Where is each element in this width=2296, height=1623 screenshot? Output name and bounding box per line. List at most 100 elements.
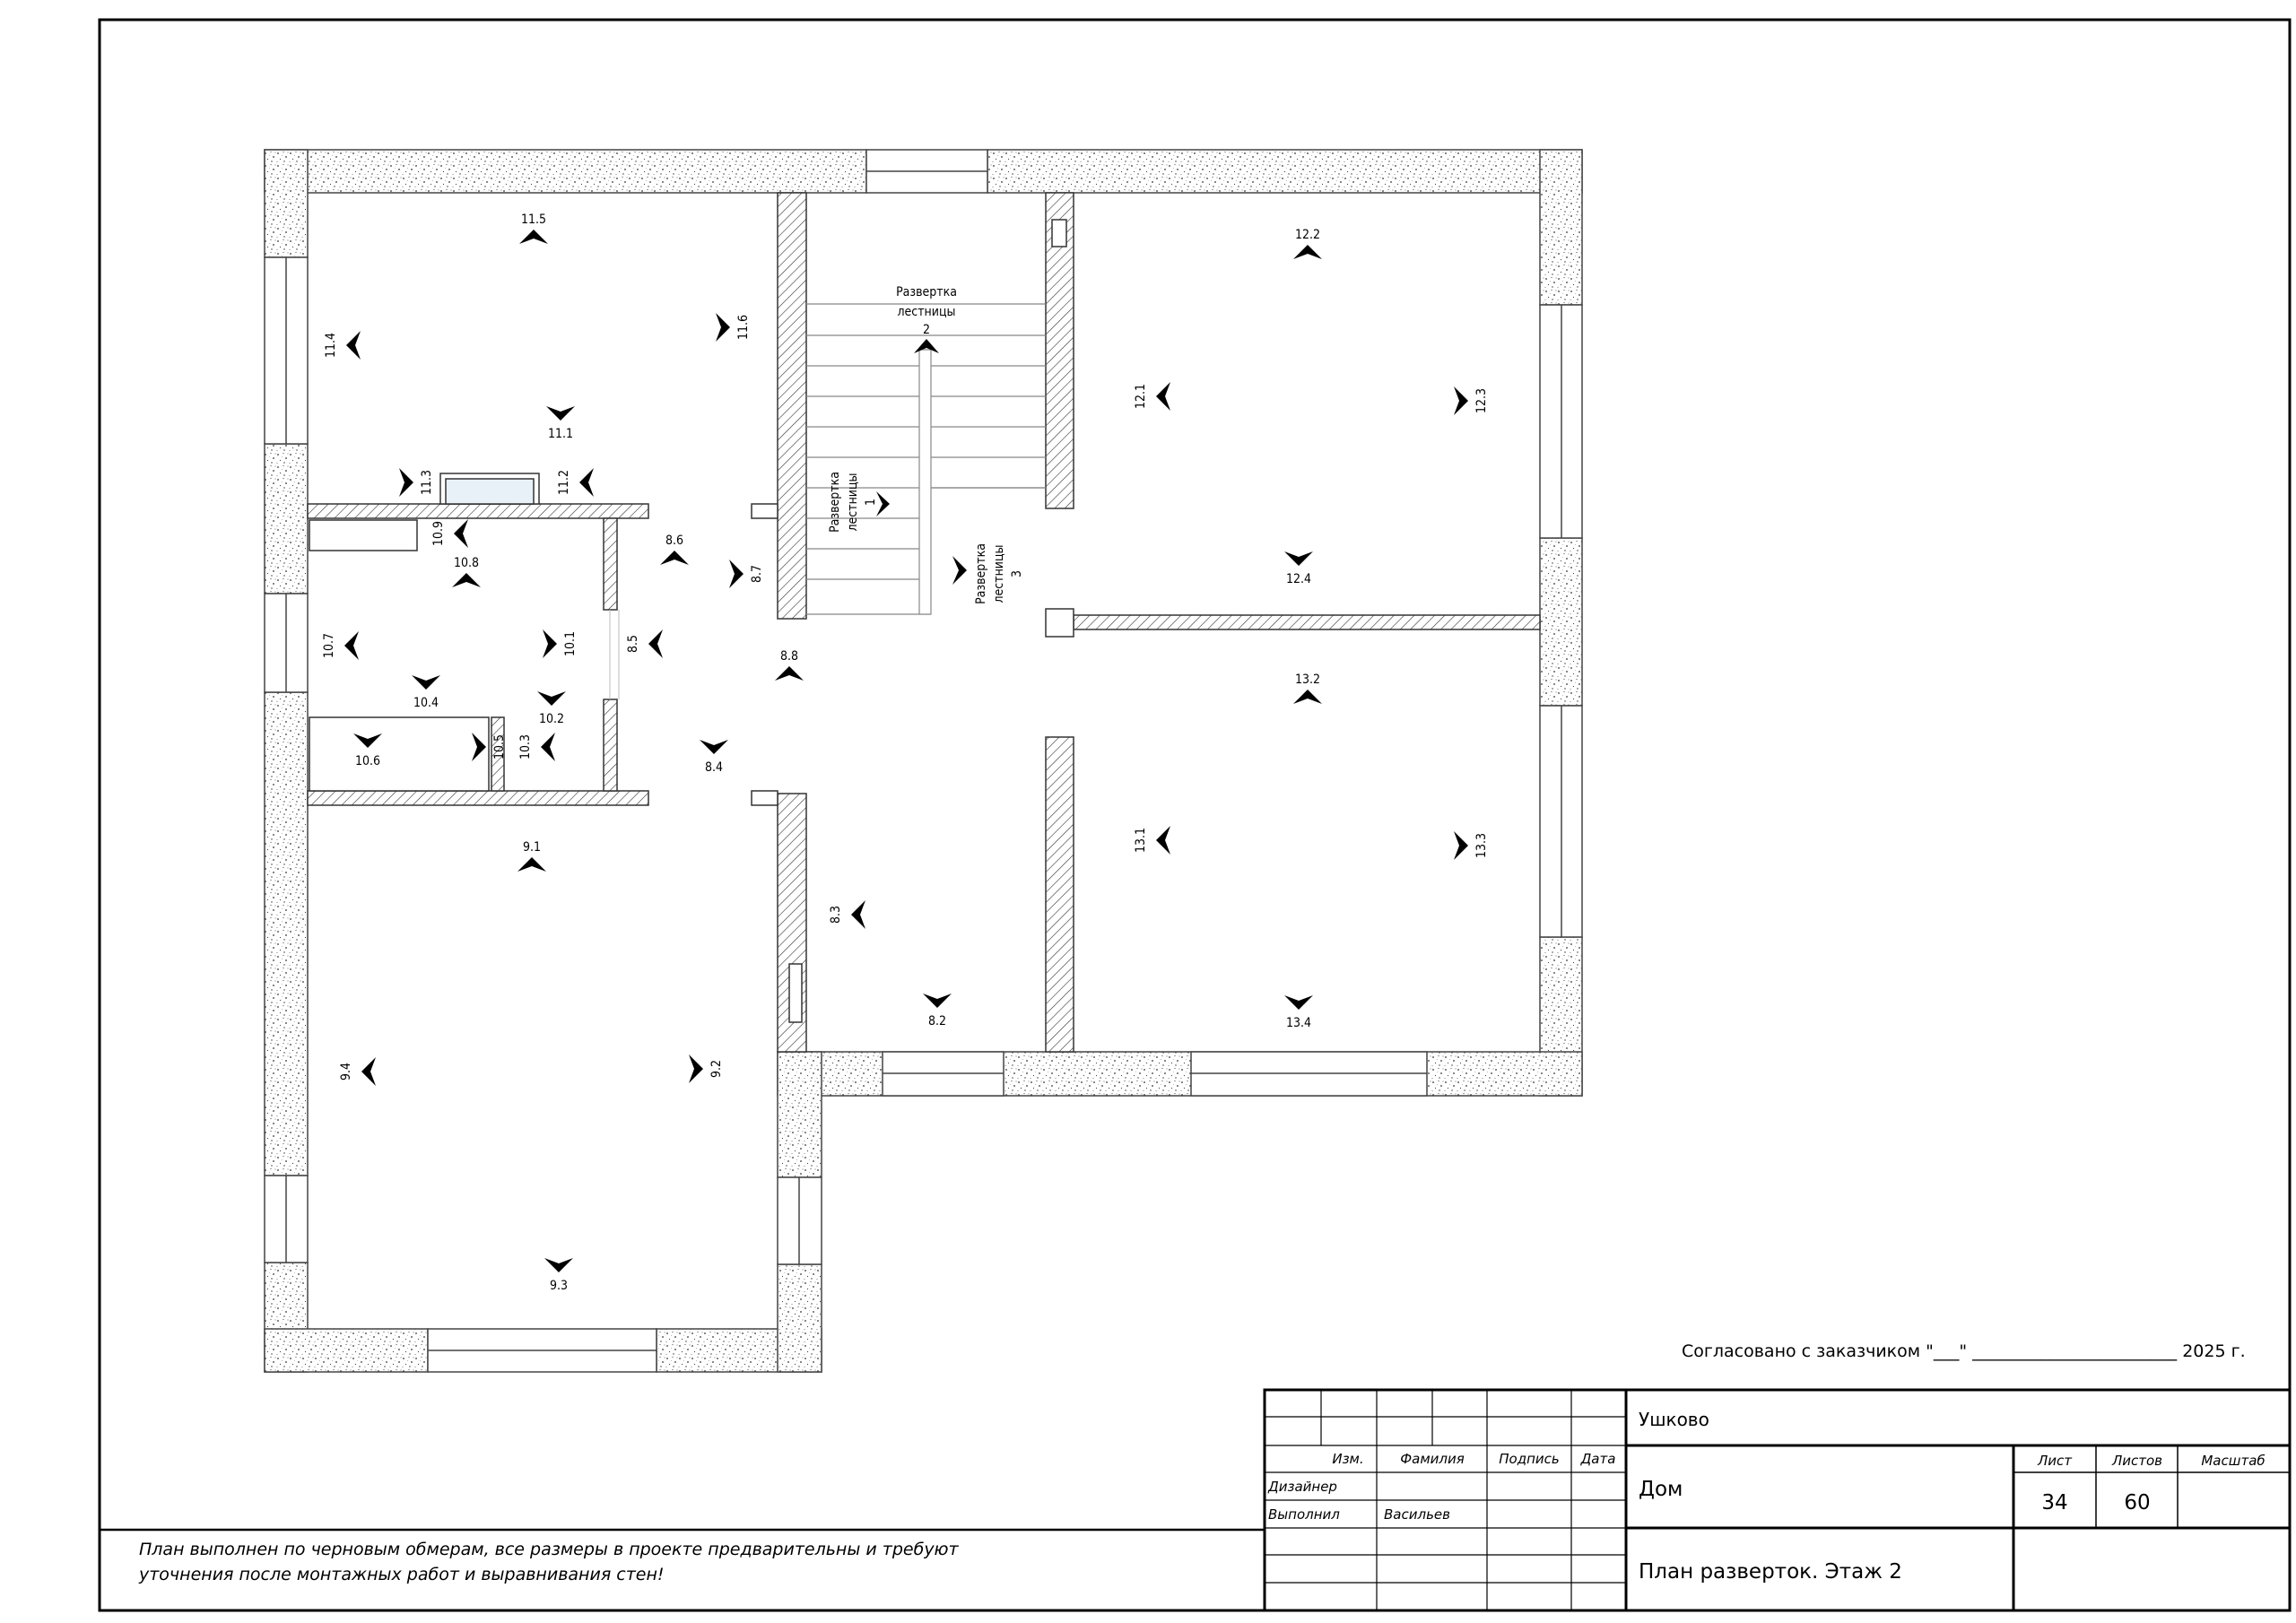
view-marker-10-2: 10.2 <box>537 691 566 726</box>
view-marker-13-1: 13.1 <box>1134 826 1170 855</box>
view-marker-8-3: 8.3 <box>829 900 865 929</box>
title-block <box>1263 1388 2292 1612</box>
view-arrow-icon <box>1454 831 1468 860</box>
windows <box>264 149 1583 1373</box>
sheet-number: 34 <box>2041 1491 2067 1515</box>
stair-label-1: Развертка лестницы 1 <box>828 472 878 533</box>
object-name: Дом <box>1639 1478 1683 1501</box>
view-marker-9-4: 9.4 <box>339 1057 376 1086</box>
view-marker-10-1: 10.1 <box>543 629 578 658</box>
view-marker-label: 8.8 <box>780 649 798 664</box>
view-marker-label: 8.2 <box>928 1014 946 1028</box>
view-marker-label: 13.4 <box>1286 1016 1311 1030</box>
view-arrow-icon <box>648 629 663 658</box>
stair-2-marker-icon <box>914 339 939 353</box>
view-arrow-icon <box>689 1055 703 1083</box>
interior-walls <box>307 192 1541 1053</box>
stair-label-2-line2: лестницы <box>897 305 955 319</box>
stair-3-marker-icon <box>952 556 967 585</box>
col-signature: Подпись <box>1499 1451 1559 1467</box>
view-arrow-icon <box>344 631 359 660</box>
view-marker-label: 10.6 <box>355 754 380 768</box>
view-marker-12-3: 12.3 <box>1454 386 1489 415</box>
view-arrow-icon <box>537 691 566 706</box>
view-arrow-icon <box>546 406 575 421</box>
view-marker-label: 8.7 <box>750 565 764 583</box>
view-marker-label: 11.4 <box>324 333 338 358</box>
view-marker-label: 8.3 <box>829 906 843 924</box>
view-arrow-icon <box>1293 690 1322 704</box>
view-marker-13-3: 13.3 <box>1454 831 1489 860</box>
view-arrow-icon <box>923 994 952 1008</box>
view-arrow-icon <box>472 733 486 761</box>
view-arrow-icon <box>716 313 730 342</box>
view-marker-label: 11.1 <box>548 427 573 441</box>
note-line-2: уточнения после монтажных работ и выравн… <box>138 1565 665 1584</box>
view-arrow-icon <box>399 468 413 497</box>
view-arrow-icon <box>1284 551 1313 566</box>
view-arrow-icon <box>1284 995 1313 1010</box>
view-marker-label: 12.1 <box>1134 384 1148 409</box>
view-marker-9-1: 9.1 <box>517 840 546 872</box>
view-marker-10-8: 10.8 <box>452 556 481 587</box>
view-arrow-icon <box>1156 382 1170 411</box>
view-marker-label: 8.6 <box>665 534 683 548</box>
approval-text: Согласовано с заказчиком "___" _________… <box>1682 1341 2246 1361</box>
col-date: Дата <box>1580 1451 1616 1467</box>
view-marker-label: 12.4 <box>1286 572 1311 586</box>
note-line-1: План выполнен по черновым обмерам, все р… <box>139 1540 960 1559</box>
view-marker-10-6: 10.6 <box>353 733 382 768</box>
stair-1-marker-icon <box>876 491 890 516</box>
view-marker-label: 9.2 <box>709 1060 724 1078</box>
stair-label-2-line1: Развертка <box>896 285 957 299</box>
col-surname: Фамилия <box>1400 1451 1465 1467</box>
view-marker-label: 10.4 <box>413 696 439 710</box>
view-arrow-icon <box>851 900 865 929</box>
staircase <box>806 303 1046 615</box>
view-marker-8-6: 8.6 <box>660 534 689 565</box>
view-marker-12-4: 12.4 <box>1284 551 1313 586</box>
view-marker-11-6: 11.6 <box>716 313 751 342</box>
view-arrow-icon <box>517 857 546 872</box>
view-marker-label: 10.5 <box>492 734 507 759</box>
sheets-total: 60 <box>2124 1491 2150 1515</box>
role-performed: Выполнил <box>1268 1506 1340 1523</box>
view-arrow-icon <box>700 740 728 754</box>
view-marker-label: 13.1 <box>1134 828 1148 853</box>
view-marker-label: 11.6 <box>736 315 751 340</box>
view-marker-label: 9.1 <box>523 840 541 855</box>
view-marker-11-2: 11.2 <box>557 468 594 497</box>
stair-label-3: Развертка лестницы 3 <box>974 543 1024 604</box>
view-marker-label: 8.4 <box>705 760 723 775</box>
role-designer: Дизайнер <box>1267 1479 1337 1495</box>
stair-label-1-num: 1 <box>864 499 878 506</box>
view-arrow-icon <box>729 560 744 588</box>
sheets-label: Листов <box>2111 1453 2162 1469</box>
view-marker-8-5: 8.5 <box>626 629 663 658</box>
view-arrow-icon <box>346 331 361 360</box>
view-arrow-icon <box>1293 245 1322 259</box>
view-arrow-icon <box>1454 386 1468 415</box>
view-marker-11-1: 11.1 <box>546 406 575 441</box>
wall-stubs <box>309 219 1074 1023</box>
view-arrow-icon <box>543 629 557 658</box>
view-marker-10-3: 10.3 <box>518 733 555 761</box>
view-arrow-icon <box>579 468 594 497</box>
view-arrow-icon <box>452 573 481 587</box>
view-marker-13-4: 13.4 <box>1284 995 1313 1030</box>
view-marker-label: 11.3 <box>420 470 434 495</box>
view-arrow-icon <box>775 666 804 681</box>
view-marker-label: 13.2 <box>1295 673 1320 687</box>
stair-label-2: Развертка лестницы 2 <box>896 285 957 353</box>
view-marker-10-7: 10.7 <box>322 631 359 660</box>
sheet-title: План разверток. Этаж 2 <box>1639 1560 1902 1584</box>
sheet-label: Лист <box>2037 1453 2073 1469</box>
view-marker-label: 11.2 <box>557 470 571 495</box>
view-arrow-icon <box>541 733 555 761</box>
stair-label-3-num: 3 <box>1010 570 1024 577</box>
view-marker-label: 13.3 <box>1474 833 1489 858</box>
stair-label-1-line1: Развертка <box>828 472 842 533</box>
view-marker-label: 11.5 <box>521 213 546 227</box>
door-openings <box>609 610 620 699</box>
